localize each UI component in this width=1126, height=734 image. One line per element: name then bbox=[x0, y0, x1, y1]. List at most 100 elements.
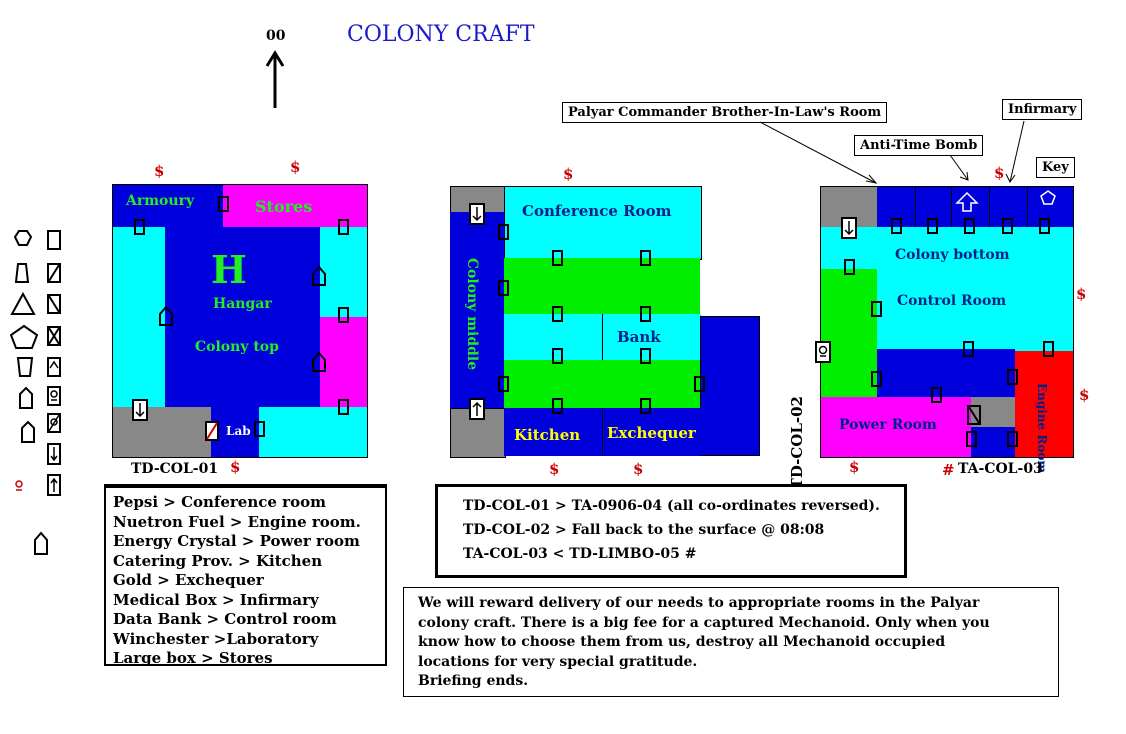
room-armoury bbox=[113, 185, 223, 227]
cell-box[interactable] bbox=[1043, 341, 1054, 357]
lift-up-icon[interactable] bbox=[469, 398, 485, 420]
label-colony-middle: Colony middle bbox=[464, 257, 480, 371]
craft-icon[interactable] bbox=[311, 265, 327, 287]
fee-marker: $ bbox=[549, 460, 560, 478]
list-item: Energy Crystal > Power room bbox=[113, 532, 360, 550]
cell-box[interactable] bbox=[640, 348, 651, 364]
cell-box[interactable] bbox=[552, 348, 563, 364]
label-lab: Lab bbox=[226, 424, 251, 438]
room-engine bbox=[1015, 351, 1073, 457]
fee-marker: $ bbox=[154, 162, 165, 180]
cell-box[interactable] bbox=[844, 259, 855, 275]
cell-box[interactable] bbox=[498, 376, 509, 392]
briefing-text: We will reward delivery of our needs to … bbox=[418, 594, 990, 692]
cell-box[interactable] bbox=[338, 307, 349, 323]
cell-box[interactable] bbox=[966, 431, 977, 447]
cell-box[interactable] bbox=[927, 218, 938, 234]
cell-box[interactable] bbox=[640, 398, 651, 414]
craft-icon[interactable] bbox=[311, 351, 327, 373]
list-item: TD-COL-01 > TA-0906-04 (all co-ordinates… bbox=[463, 498, 880, 514]
cell-box[interactable] bbox=[134, 219, 145, 235]
divider bbox=[989, 187, 990, 227]
craft-icon[interactable] bbox=[158, 305, 174, 327]
fee-marker: $ bbox=[563, 165, 574, 183]
cross-crate-icon[interactable] bbox=[967, 405, 981, 425]
list-item: TA-COL-03 < TD-LIMBO-05 # bbox=[463, 546, 697, 562]
cell-box[interactable] bbox=[871, 301, 882, 317]
cell-box[interactable] bbox=[1007, 431, 1018, 447]
page-title: COLONY CRAFT bbox=[347, 22, 535, 47]
room-green-lower bbox=[504, 360, 700, 408]
label-conference: Conference Room bbox=[522, 202, 672, 220]
list-item: Large box > Stores bbox=[113, 649, 273, 667]
cell-box[interactable] bbox=[498, 224, 509, 240]
deck2-map: Conference Room Colony middle Bank Kitch… bbox=[450, 186, 760, 458]
pentagon-icon[interactable] bbox=[1039, 189, 1057, 207]
room-east-blue bbox=[700, 316, 760, 456]
room-conference bbox=[504, 186, 702, 260]
list-item: Data Bank > Control room bbox=[113, 610, 337, 628]
cell-box[interactable] bbox=[338, 219, 349, 235]
fee-marker: $ bbox=[1076, 285, 1087, 303]
cell-box[interactable] bbox=[640, 306, 651, 322]
cell-box[interactable] bbox=[552, 306, 563, 322]
label-hangar-h: H bbox=[211, 247, 247, 292]
fee-marker: $ bbox=[230, 458, 241, 476]
room-lab bbox=[211, 407, 259, 457]
divider bbox=[951, 187, 952, 227]
label-kitchen: Kitchen bbox=[514, 426, 581, 444]
cell-box[interactable] bbox=[871, 371, 882, 387]
room-colony-middle bbox=[450, 212, 504, 408]
list-item: TD-COL-02 > Fall back to the surface @ 0… bbox=[463, 522, 825, 538]
label-colony-top: Colony top bbox=[195, 339, 279, 355]
list-item: Gold > Exchequer bbox=[113, 571, 264, 589]
cell-box[interactable] bbox=[1002, 218, 1013, 234]
cell-box[interactable] bbox=[640, 250, 651, 266]
divider bbox=[1027, 187, 1028, 227]
room-kitchen bbox=[504, 408, 602, 456]
briefing-panel: We will reward delivery of our needs to … bbox=[403, 587, 1059, 697]
room-east-magenta bbox=[320, 317, 367, 407]
cell-box[interactable] bbox=[498, 280, 509, 296]
delivery-list: Pepsi > Conference room Nuetron Fuel > E… bbox=[113, 493, 361, 669]
anti-time-bomb-icon[interactable] bbox=[955, 191, 979, 213]
cell-box[interactable] bbox=[552, 398, 563, 414]
cell-box[interactable] bbox=[931, 387, 942, 403]
room-west-green bbox=[821, 269, 877, 397]
cell-box[interactable] bbox=[218, 196, 229, 212]
lift-down-icon[interactable] bbox=[841, 217, 857, 239]
briefing-line: We will reward delivery of our needs to … bbox=[418, 595, 980, 611]
cell-box[interactable] bbox=[963, 341, 974, 357]
deck1-map: Armoury Stores H Hangar Colony top Lab bbox=[112, 184, 368, 458]
medical-box-icon[interactable] bbox=[815, 341, 831, 363]
cell-box[interactable] bbox=[338, 399, 349, 415]
north-label: 00 bbox=[266, 28, 286, 44]
fee-marker: $ bbox=[290, 158, 301, 176]
callout-anti-time-bomb: Anti-Time Bomb bbox=[854, 135, 984, 156]
cell-box[interactable] bbox=[1007, 369, 1018, 385]
cell-box[interactable] bbox=[1039, 218, 1050, 234]
cell-box[interactable] bbox=[694, 376, 705, 392]
cell-box[interactable] bbox=[964, 218, 975, 234]
delivery-list-panel: Pepsi > Conference room Nuetron Fuel > E… bbox=[104, 484, 387, 669]
label-armoury: Armoury bbox=[126, 193, 195, 209]
briefing-line: know how to choose them from us, destroy… bbox=[418, 634, 946, 650]
cell-box[interactable] bbox=[254, 421, 265, 437]
room-power bbox=[821, 397, 971, 457]
lift-down-icon[interactable] bbox=[132, 399, 148, 421]
divider bbox=[915, 187, 916, 227]
label-bank: Bank bbox=[617, 328, 661, 346]
room-gray-s bbox=[165, 407, 211, 457]
key-icons bbox=[10, 230, 61, 555]
winchester-crate-icon[interactable] bbox=[205, 421, 219, 441]
cell-box[interactable] bbox=[891, 218, 902, 234]
cell-box[interactable] bbox=[552, 250, 563, 266]
label-stores: Stores bbox=[255, 197, 313, 216]
deck3-map: Colony bottom Control Room Power Room En… bbox=[815, 186, 1074, 473]
list-item: Catering Prov. > Kitchen bbox=[113, 551, 323, 570]
hash-marker: # bbox=[942, 461, 955, 479]
briefing-line: Briefing ends. bbox=[418, 673, 529, 689]
lift-down-icon[interactable] bbox=[469, 203, 485, 225]
deck1-code: TD-COL-01 bbox=[131, 461, 219, 477]
deck3-code: TA-COL-03 bbox=[958, 461, 1043, 477]
